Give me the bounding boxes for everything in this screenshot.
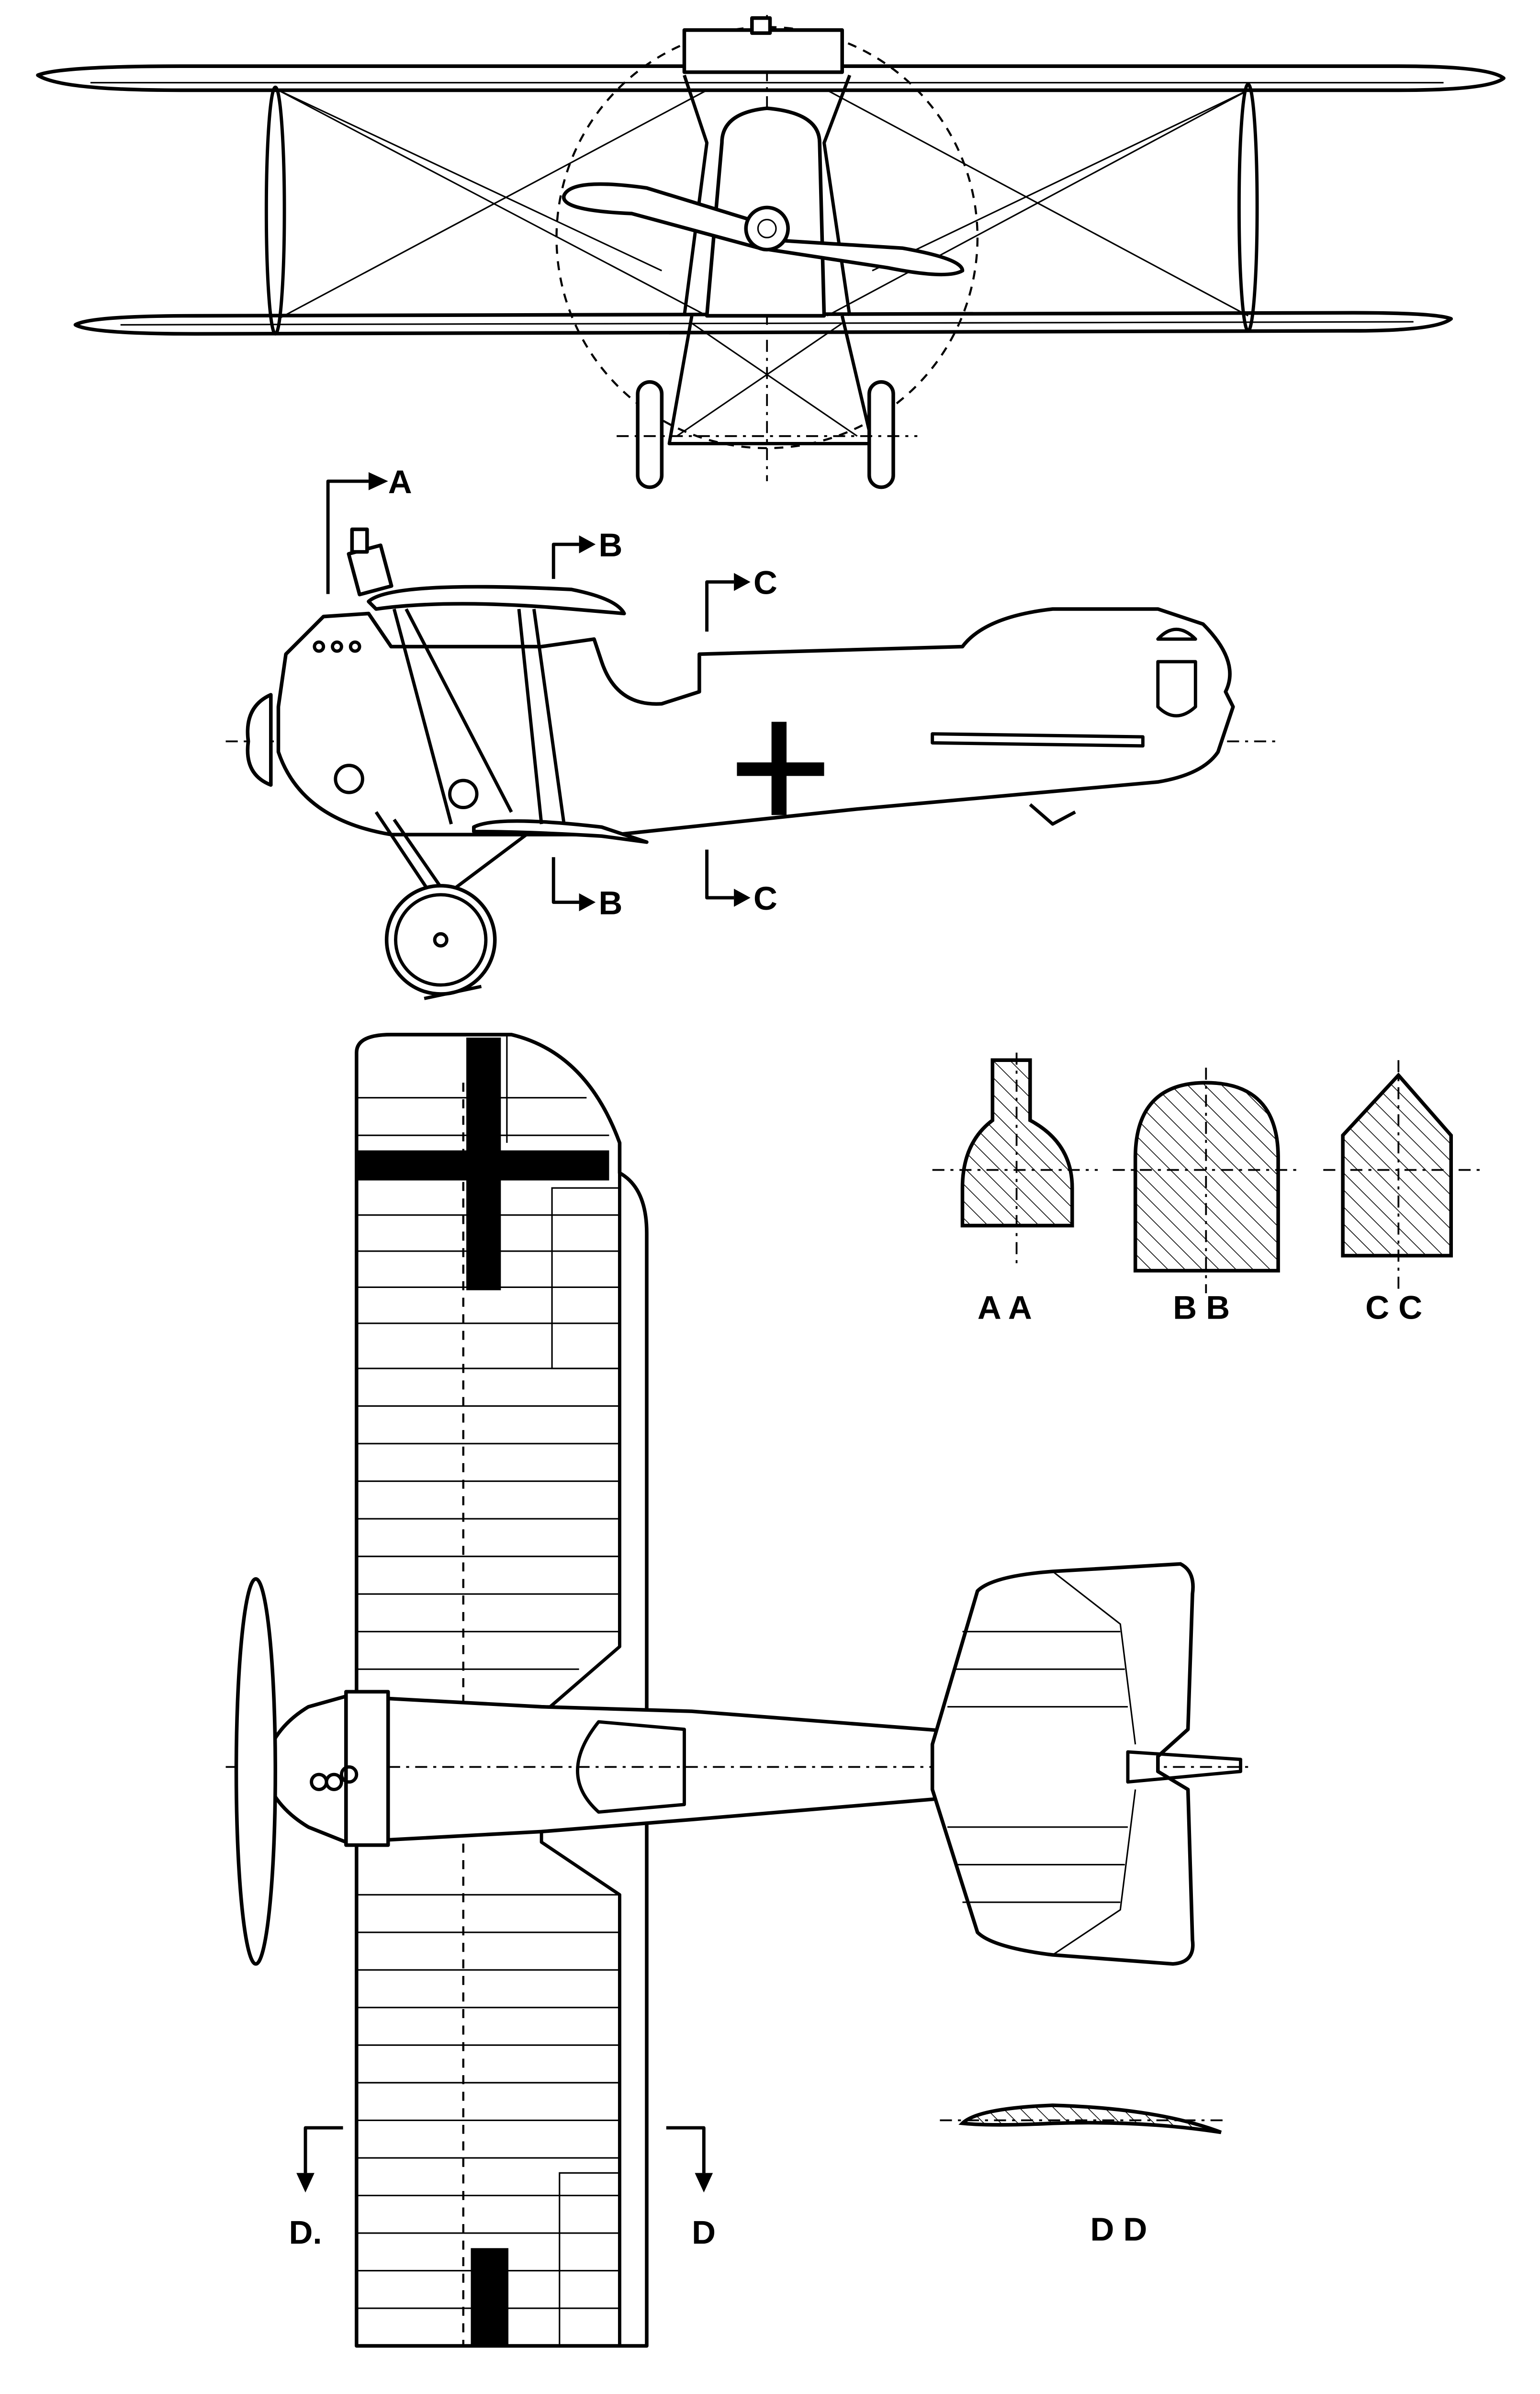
plan-wing	[355, 1033, 649, 2348]
front-view	[36, 15, 1506, 489]
right-wheel	[867, 380, 895, 489]
propeller-disc	[555, 26, 979, 450]
plan-view: D. D	[225, 1033, 1248, 2348]
side-spinner	[246, 693, 273, 787]
radiator	[682, 28, 844, 74]
marker-b-bottom: B	[598, 884, 622, 922]
bracing-wires	[278, 90, 1248, 320]
upper-wing-side	[367, 585, 626, 616]
tailplane	[930, 1562, 1195, 1966]
marker-c-bottom: C	[753, 880, 777, 917]
section-label-dd: D D	[1090, 2211, 1147, 2248]
left-interplane-strut	[264, 85, 286, 336]
lower-wing-side	[472, 819, 649, 844]
side-fuselage	[276, 607, 1235, 836]
front-upper-wing	[36, 64, 1506, 92]
tailplane-ribs	[947, 1570, 1136, 1956]
marker-b-top: B	[598, 526, 622, 564]
side-cross-horizontal	[737, 762, 824, 776]
section-bb: B B	[1113, 1067, 1301, 1326]
right-interplane-strut	[1237, 82, 1259, 333]
side-view: A B B C C	[225, 463, 1279, 1000]
tail-skid	[1029, 803, 1076, 826]
front-undercarriage	[667, 315, 874, 445]
section-label-cc: C C	[1365, 1288, 1422, 1326]
section-cc: C C	[1323, 1060, 1482, 1326]
left-wheel	[636, 380, 664, 489]
exhaust-stack	[350, 527, 369, 554]
marker-d-right: D	[692, 2213, 716, 2251]
marker-c-top: C	[753, 564, 777, 601]
section-dd: D D	[940, 2103, 1226, 2248]
marker-d-left: D.	[289, 2213, 322, 2251]
wing-cross-horizontal	[356, 1150, 609, 1181]
propeller-hub	[744, 205, 790, 252]
side-wheel	[384, 884, 497, 996]
section-aa: A A	[932, 1052, 1098, 1326]
wing-ribs	[356, 1034, 620, 2347]
tail-rudder-emblem	[1156, 660, 1197, 718]
section-label-aa: A A	[978, 1288, 1032, 1326]
section-markers-plan: D. D	[289, 2126, 716, 2251]
plan-propeller	[234, 1577, 277, 1966]
wing-marking-bottom	[471, 2248, 509, 2346]
cabane-struts	[392, 608, 566, 824]
section-label-bb: B B	[1173, 1288, 1230, 1326]
section-markers-side: A B B C C	[326, 463, 777, 922]
marker-a: A	[388, 463, 412, 500]
